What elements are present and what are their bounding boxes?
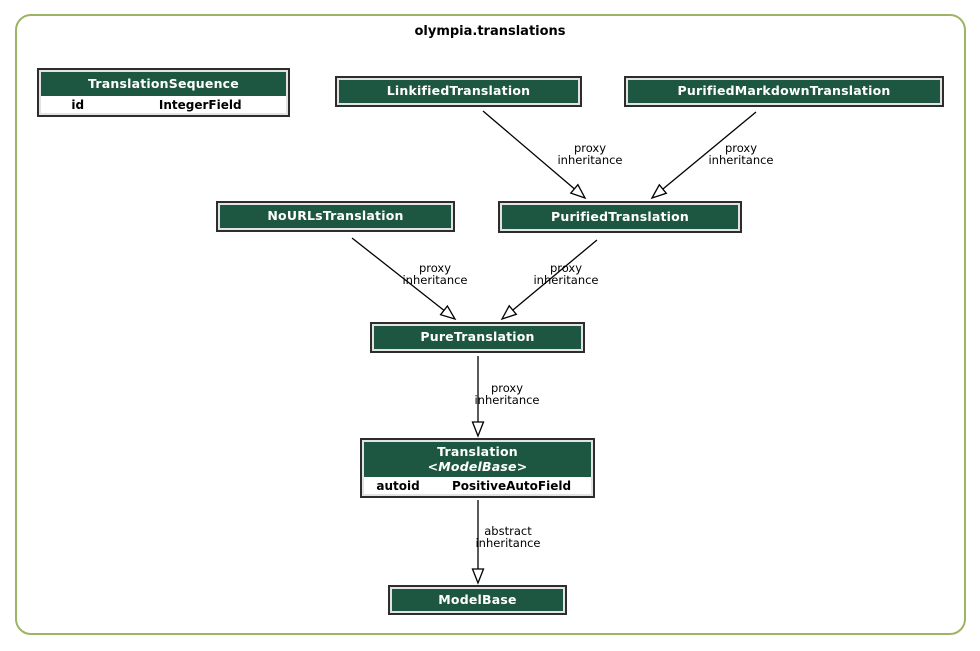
node-nourls-translation: NoURLsTranslation	[216, 201, 455, 232]
node-label: LinkifiedTranslation	[386, 83, 531, 99]
node-header: Translation <ModelBase>	[364, 442, 591, 477]
field-type: IntegerField	[158, 97, 242, 112]
field-name: id	[71, 97, 85, 112]
field-row: id IntegerField	[41, 96, 286, 113]
node-header: PurifiedMarkdownTranslation	[628, 80, 940, 103]
edge-label: proxy inheritance	[533, 261, 599, 288]
edge-label: proxy inheritance	[474, 381, 540, 408]
node-model-base: ModelBase	[388, 585, 567, 615]
node-label: Translation	[437, 443, 518, 459]
field-type: PositiveAutoField	[452, 478, 572, 493]
node-label: ModelBase	[438, 591, 517, 607]
edge-label: proxy inheritance	[708, 141, 774, 168]
diagram-title: olympia.translations	[414, 24, 566, 39]
node-linkified-translation: LinkifiedTranslation	[335, 76, 582, 107]
node-translation: Translation <ModelBase> autoid PositiveA…	[360, 438, 595, 498]
node-header: PureTranslation	[374, 326, 581, 349]
node-purified-markdown-translation: PurifiedMarkdownTranslation	[624, 76, 944, 107]
node-header: PurifiedTranslation	[502, 205, 738, 229]
node-header: LinkifiedTranslation	[339, 80, 578, 103]
node-purified-translation: PurifiedTranslation	[498, 201, 742, 233]
edge-label: proxy inheritance	[402, 261, 468, 288]
node-pure-translation: PureTranslation	[370, 322, 585, 353]
node-header: TranslationSequence	[41, 72, 286, 96]
node-label: TranslationSequence	[88, 75, 239, 91]
node-label: PurifiedTranslation	[550, 208, 690, 224]
node-sublabel: <ModelBase>	[427, 458, 528, 474]
node-label: NoURLsTranslation	[267, 208, 404, 224]
node-label: PurifiedMarkdownTranslation	[677, 83, 891, 99]
node-header: NoURLsTranslation	[220, 205, 451, 228]
node-translation-sequence: TranslationSequence id IntegerField	[37, 68, 290, 117]
field-row: autoid PositiveAutoField	[364, 477, 591, 494]
node-label: PureTranslation	[420, 329, 535, 345]
field-name: autoid	[376, 478, 420, 493]
edge-label: abstract inheritance	[475, 524, 541, 551]
node-header: ModelBase	[392, 589, 563, 611]
edge-label: proxy inheritance	[557, 141, 623, 168]
